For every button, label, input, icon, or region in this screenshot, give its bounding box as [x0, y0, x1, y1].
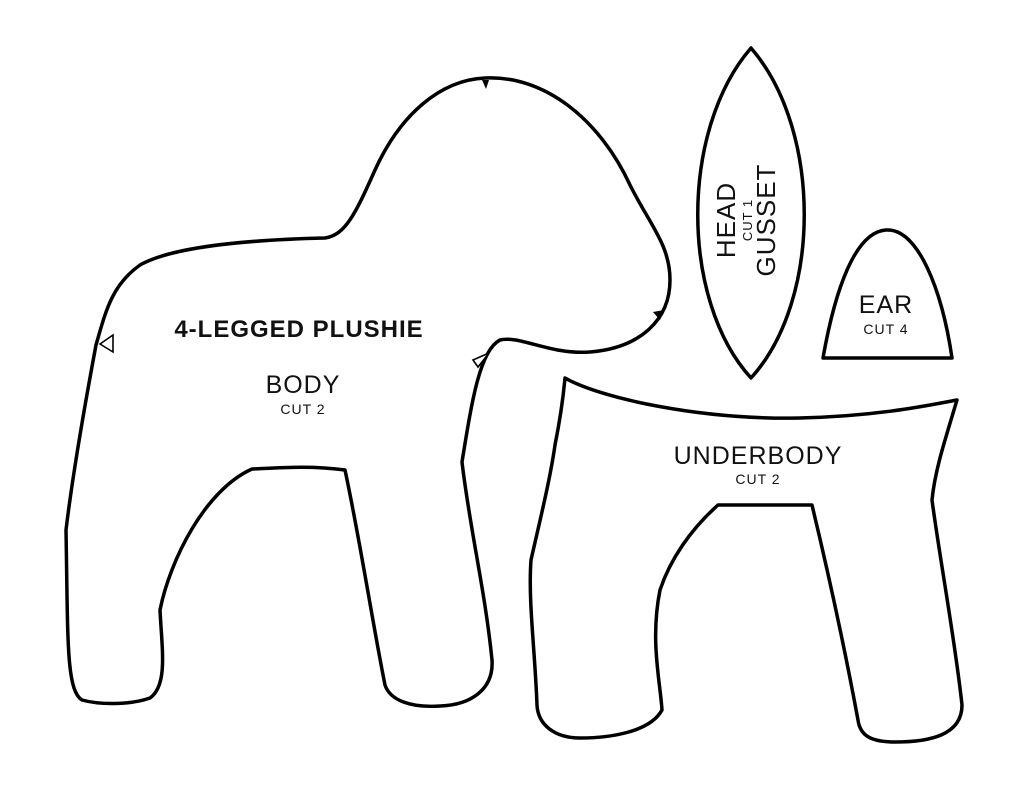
ear-cut-label: CUT 4 — [863, 321, 908, 337]
body-notch-nose — [653, 310, 664, 320]
pattern-title: 4-LEGGED PLUSHIE — [174, 316, 423, 343]
body-piece — [64, 76, 672, 709]
ear-piece — [821, 228, 954, 360]
head-gusset-labels: HEAD CUT 1 GUSSET — [711, 164, 781, 277]
body-cut-label: CUT 2 — [280, 401, 325, 417]
ear-outline — [821, 228, 954, 360]
underbody-label: UNDERBODY — [674, 442, 843, 470]
head-gusset-label-line1: HEAD — [711, 182, 741, 258]
underbody-piece — [528, 376, 964, 744]
underbody-cut-label: CUT 2 — [735, 471, 780, 487]
body-notch-left — [98, 333, 114, 354]
body-label: BODY — [266, 371, 341, 399]
head-gusset-cut-label: CUT 1 — [740, 199, 755, 241]
body-notch-top — [482, 80, 489, 89]
body-outline — [64, 76, 672, 709]
head-gusset-outline — [696, 46, 806, 380]
underbody-outline — [528, 376, 964, 744]
ear-label: EAR — [859, 291, 913, 319]
head-gusset-label-line2: GUSSET — [751, 164, 781, 277]
body-notch-chest — [471, 352, 490, 369]
head-gusset-piece — [696, 46, 806, 380]
